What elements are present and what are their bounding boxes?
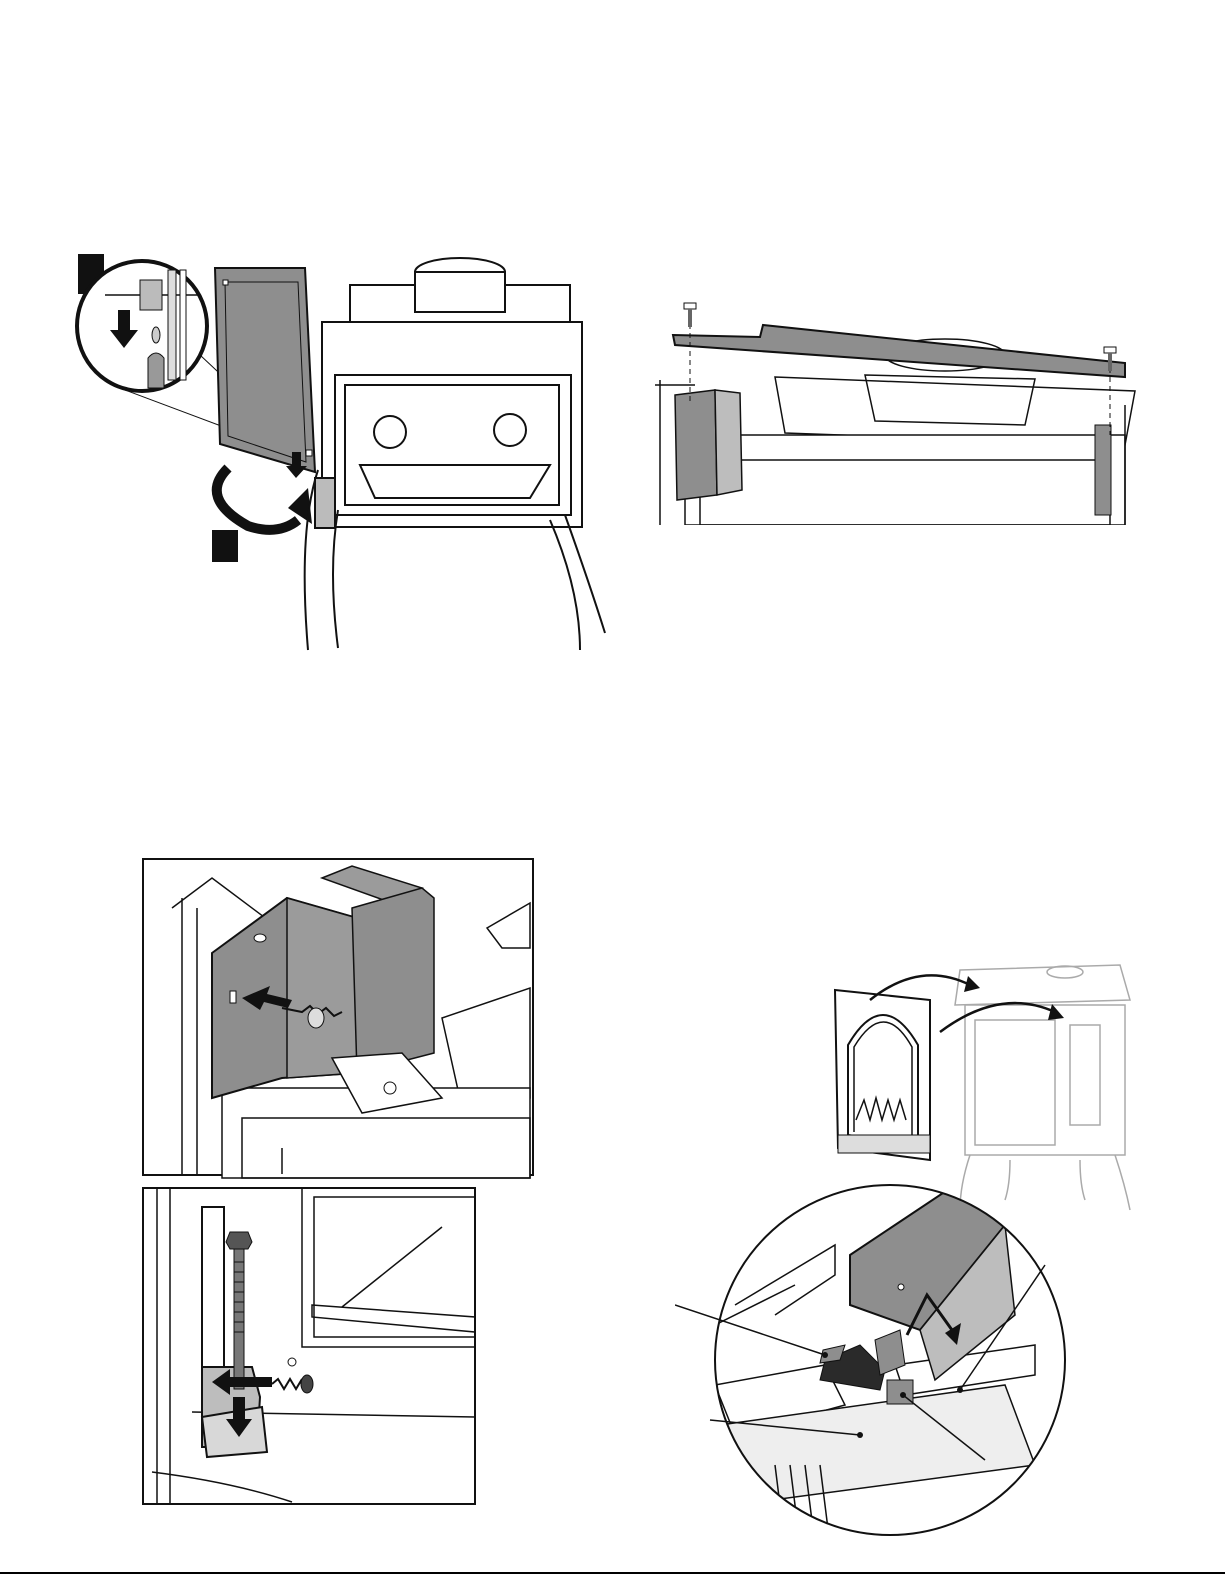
bottom-rule — [0, 1572, 1225, 1574]
figure-side-panel-removal — [60, 240, 630, 670]
stove-body — [305, 258, 605, 650]
figure-bottom-bolt — [142, 1187, 482, 1517]
screw-icon — [684, 303, 696, 327]
callout-box-bottom — [212, 530, 238, 562]
top-bar — [673, 325, 1125, 377]
rotate-arrow-icon — [217, 468, 312, 530]
door — [835, 990, 930, 1160]
left-bracket — [675, 390, 742, 500]
figure-detail-circle — [675, 1165, 1105, 1550]
figure-bracket-screw — [142, 858, 536, 1184]
side-panel — [215, 268, 315, 472]
figure-top-bar-removal — [655, 295, 1165, 525]
curved-arrow-icon — [940, 1003, 1064, 1032]
